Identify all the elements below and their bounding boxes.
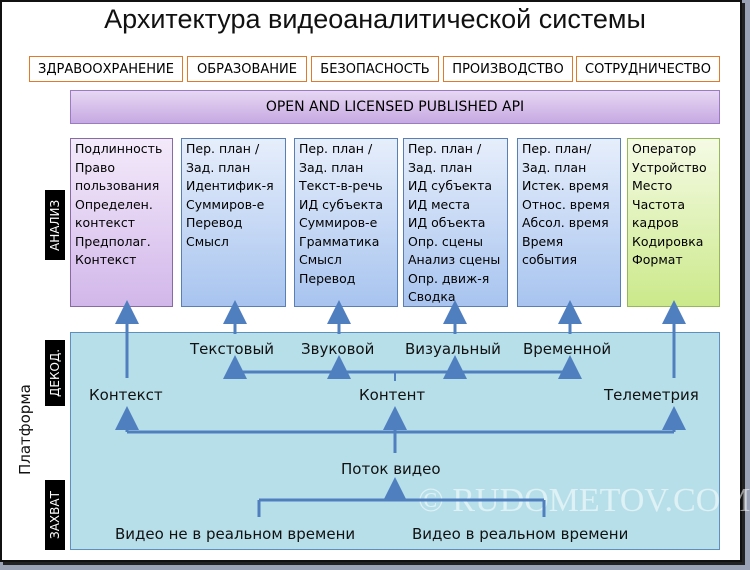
box-line: кадров <box>632 215 679 230</box>
box-line: Пер. план / <box>299 141 373 156</box>
box-line: Суммиров-е <box>299 215 378 230</box>
box-line: Определен. <box>75 196 153 212</box>
box-line: Опр. движ-я <box>408 270 490 286</box>
box-line: Предполаг. <box>75 233 151 249</box>
box-line: события <box>522 252 578 267</box>
box-line: контекст <box>75 215 136 230</box>
box-line: Опр. сцены <box>408 233 484 249</box>
video-stream: Поток видео <box>341 460 441 478</box>
box-line: Зад. план <box>522 159 587 175</box>
box-line: ИД субъекта <box>408 178 493 193</box>
box-line: ИД объекта <box>408 215 486 230</box>
box-line: Пер. план / <box>408 141 482 156</box>
box-line: Право <box>75 159 116 175</box>
category-healthcare: ЗДРАВООХРАНЕНИЕ <box>29 56 183 82</box>
box-line: Смысл <box>186 233 229 249</box>
box-line: Перевод <box>299 270 356 286</box>
box-line: Смысл <box>299 252 342 267</box>
box-line: Кодировка <box>632 233 704 249</box>
box-line: Зад. план <box>299 159 364 175</box>
category-collaboration: СОТРУДНИЧЕСТВО <box>576 56 720 82</box>
diagram-title: Архитектура видеоаналитической системы <box>104 4 646 34</box>
box-line: Подлинность <box>75 141 163 156</box>
box-line: Идентифик-я <box>186 178 274 193</box>
realtime-video: Видео в реальном времени <box>412 525 629 543</box>
box-line: ИД места <box>408 196 471 212</box>
box-line: пользования <box>75 178 160 193</box>
box-line: Контекст <box>75 252 137 267</box>
stream-context: Контекст <box>89 386 163 404</box>
box-line: Время <box>522 233 564 249</box>
category-production: ПРОИЗВОДСТВО <box>443 56 573 82</box>
box-line: ИД субъекта <box>299 196 384 212</box>
decoder-text: Текстовый <box>190 340 275 358</box>
box-line: Место <box>632 178 673 193</box>
category-education: ОБРАЗОВАНИЕ <box>187 56 307 82</box>
decoder-temporal: Временной <box>523 340 612 358</box>
stream-telemetry: Телеметрия <box>604 386 699 404</box>
box-line: Анализ сцены <box>408 252 501 267</box>
box-line: Пер. план / <box>186 141 260 156</box>
box-line: Устройство <box>632 159 707 175</box>
box-line: Текст-в-речь <box>299 178 383 193</box>
box-line: Грамматика <box>299 233 380 249</box>
offline-video: Видео не в реальном времени <box>115 525 356 543</box>
box-line: Формат <box>632 252 683 267</box>
stream-content: Контент <box>359 386 426 404</box>
box-line: Пер. план/ <box>522 141 592 156</box>
box-line: Суммиров-е <box>186 196 265 212</box>
api-bar: OPEN AND LICENSED PUBLISHED API <box>70 90 720 124</box>
category-security: БЕЗОПАСНОСТЬ <box>311 56 439 82</box>
box-line: Оператор <box>632 141 697 156</box>
box-line: Зад. план <box>186 159 251 175</box>
box-line: Абсол. время <box>522 215 609 230</box>
box-line: Относ. время <box>522 196 610 212</box>
box-line: Перевод <box>186 215 243 230</box>
decoder-visual: Визуальный <box>405 340 501 358</box>
decoder-audio: Звуковой <box>301 340 375 358</box>
box-line: Зад. план <box>408 159 473 175</box>
box-line: Истек. время <box>522 178 609 193</box>
box-line: Частота <box>632 196 685 212</box>
